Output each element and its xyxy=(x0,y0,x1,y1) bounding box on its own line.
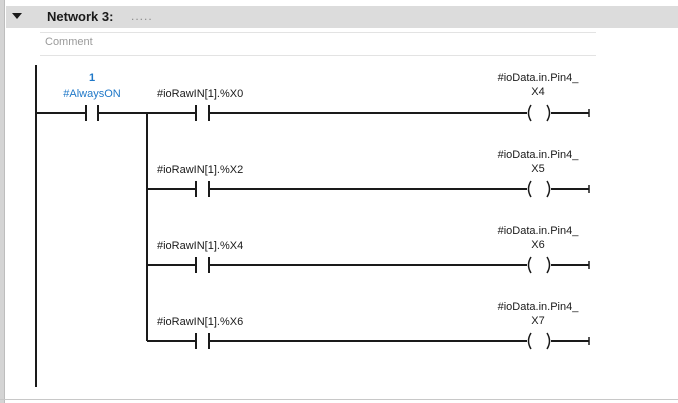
coil-operand-label-2: X7 xyxy=(531,315,544,327)
coil-x5[interactable] xyxy=(527,180,551,198)
network-comment-field[interactable]: Comment xyxy=(40,32,596,56)
contact-constant-label: 1 xyxy=(89,72,95,84)
coil-x7[interactable] xyxy=(527,332,551,350)
coil-x6[interactable] xyxy=(527,256,551,274)
coil-operand-label[interactable]: #ioData.in.Pin4_ xyxy=(498,149,580,161)
collapse-toggle-icon[interactable] xyxy=(6,6,26,26)
contact-operand-label[interactable]: #AlwaysON xyxy=(63,88,121,100)
bottom-divider xyxy=(0,399,678,400)
contact-x6[interactable] xyxy=(195,333,210,349)
coil-operand-label-2: X5 xyxy=(531,163,544,175)
coil-x4[interactable] xyxy=(527,104,551,122)
contact-x2[interactable] xyxy=(195,181,210,197)
contact-x4[interactable] xyxy=(195,257,210,273)
coil-operand-label-2: X4 xyxy=(531,86,544,98)
contact-operand-label[interactable]: #ioRawIN[1].%X4 xyxy=(157,240,243,252)
coil-operand-label[interactable]: #ioData.in.Pin4_ xyxy=(498,72,580,84)
contact-operand-label[interactable]: #ioRawIN[1].%X2 xyxy=(157,164,243,176)
contact-x0[interactable] xyxy=(195,105,210,121)
contact-operand-label[interactable]: #ioRawIN[1].%X6 xyxy=(157,316,243,328)
coil-operand-label-2: X6 xyxy=(531,239,544,251)
contact-alwayson[interactable] xyxy=(85,105,99,121)
coil-operand-label[interactable]: #ioData.in.Pin4_ xyxy=(498,301,580,313)
comment-placeholder: Comment xyxy=(45,36,93,48)
network-title-field[interactable]: ..... xyxy=(131,9,153,23)
network-header[interactable] xyxy=(6,6,678,28)
editor-left-rule xyxy=(0,0,5,403)
network-title: Network 3: xyxy=(47,9,114,24)
coil-operand-label[interactable]: #ioData.in.Pin4_ xyxy=(498,225,580,237)
contact-operand-label[interactable]: #ioRawIN[1].%X0 xyxy=(157,88,243,100)
